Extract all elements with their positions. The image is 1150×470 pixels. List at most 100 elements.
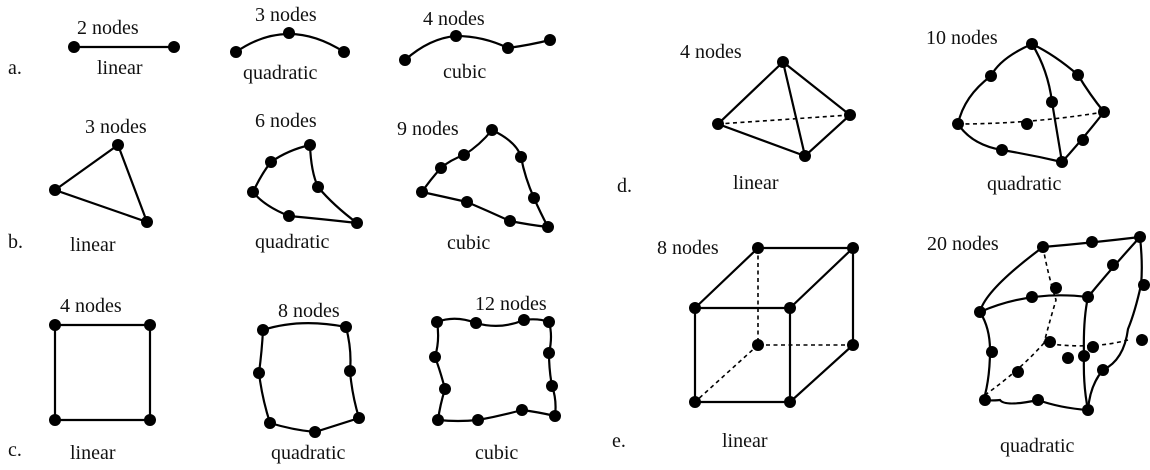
node xyxy=(752,339,764,351)
node xyxy=(257,324,269,336)
node xyxy=(1044,336,1056,348)
node xyxy=(1012,366,1024,378)
row-label-a: a. xyxy=(8,57,22,79)
element-type-label: cubic xyxy=(447,232,490,254)
tetrahedron-element-quadratic: 10 nodes quadratic xyxy=(926,27,1110,195)
line-element-cubic: 4 nodes cubic xyxy=(399,8,556,83)
node xyxy=(304,139,316,151)
node xyxy=(752,242,764,254)
node xyxy=(515,151,527,163)
quad-element-linear: 4 nodes linear xyxy=(49,295,156,464)
node xyxy=(1077,134,1089,146)
node xyxy=(777,56,789,68)
node xyxy=(799,150,811,162)
element-type-label: linear xyxy=(70,234,116,256)
element-edge xyxy=(715,60,852,158)
node xyxy=(985,70,997,82)
node xyxy=(472,414,484,426)
node xyxy=(1062,352,1074,364)
node xyxy=(974,306,986,318)
element-edge xyxy=(693,246,856,404)
element-edge xyxy=(53,323,152,422)
element-type-label: quadratic xyxy=(243,62,318,84)
node xyxy=(528,192,540,204)
node xyxy=(1134,231,1146,243)
node xyxy=(504,215,516,227)
node-count-label: 4 nodes xyxy=(60,295,122,317)
node xyxy=(253,367,265,379)
node xyxy=(1107,259,1119,271)
node xyxy=(1050,282,1062,294)
element-edge xyxy=(257,322,361,434)
node xyxy=(141,216,153,228)
element-type-label: linear xyxy=(722,430,768,452)
node-count-label: 4 nodes xyxy=(680,41,742,63)
node xyxy=(458,149,470,161)
line-element-quadratic: 3 nodes quadratic xyxy=(230,4,350,84)
element-type-label: cubic xyxy=(475,442,518,464)
node xyxy=(340,321,352,333)
node xyxy=(432,414,444,426)
quad-element-quadratic: 8 nodes quadratic xyxy=(253,300,365,464)
node xyxy=(689,396,701,408)
node-count-label: 2 nodes xyxy=(77,17,139,39)
triangle-element-quadratic: 6 nodes quadratic xyxy=(247,110,363,253)
node-count-label: 4 nodes xyxy=(423,8,485,30)
node xyxy=(1046,96,1058,108)
node xyxy=(549,410,561,422)
node-count-label: 9 nodes xyxy=(397,118,459,140)
element-type-label: linear xyxy=(97,57,143,79)
node xyxy=(543,347,555,359)
node xyxy=(844,109,856,121)
node xyxy=(784,302,796,314)
node-count-label: 8 nodes xyxy=(278,300,340,322)
node xyxy=(338,46,350,58)
node xyxy=(1026,291,1038,303)
element-type-label: cubic xyxy=(443,61,486,83)
node xyxy=(689,302,701,314)
node xyxy=(516,404,528,416)
triangle-element-linear: 3 nodes linear xyxy=(49,116,153,256)
row-label-e: e. xyxy=(612,430,626,452)
node xyxy=(486,124,498,136)
hexahedron-element-quadratic: 20 nodes quadratic xyxy=(927,231,1150,457)
node xyxy=(986,346,998,358)
node xyxy=(544,34,556,46)
node xyxy=(429,351,441,363)
node xyxy=(68,41,80,53)
node xyxy=(168,41,180,53)
node xyxy=(1021,118,1033,130)
node xyxy=(996,144,1008,156)
node xyxy=(518,314,530,326)
node xyxy=(112,139,124,151)
node xyxy=(1056,156,1068,168)
node-count-label: 3 nodes xyxy=(255,4,317,26)
node xyxy=(470,317,482,329)
element-type-label: quadratic xyxy=(271,442,346,464)
node xyxy=(542,221,554,233)
tetrahedron-element-linear: 4 nodes linear xyxy=(680,41,856,194)
node xyxy=(1098,106,1110,118)
node xyxy=(264,417,276,429)
node xyxy=(1032,394,1044,406)
node xyxy=(784,396,796,408)
element-edge xyxy=(420,128,550,229)
node-count-label: 12 nodes xyxy=(475,293,547,315)
element-edge xyxy=(404,34,551,61)
row-label-c: c. xyxy=(8,439,22,461)
node xyxy=(1087,341,1099,353)
node xyxy=(49,414,61,426)
node xyxy=(283,27,295,39)
node-count-label: 20 nodes xyxy=(927,233,999,255)
hexahedron-element-linear: 8 nodes linear xyxy=(657,237,859,452)
node xyxy=(49,184,61,196)
hidden-edge xyxy=(957,111,1105,125)
node xyxy=(1072,69,1084,81)
node xyxy=(144,319,156,331)
node xyxy=(712,118,724,130)
node xyxy=(979,394,991,406)
node xyxy=(450,30,462,42)
node xyxy=(1082,404,1094,416)
element-type-label: quadratic xyxy=(1000,435,1075,457)
node xyxy=(265,156,277,168)
